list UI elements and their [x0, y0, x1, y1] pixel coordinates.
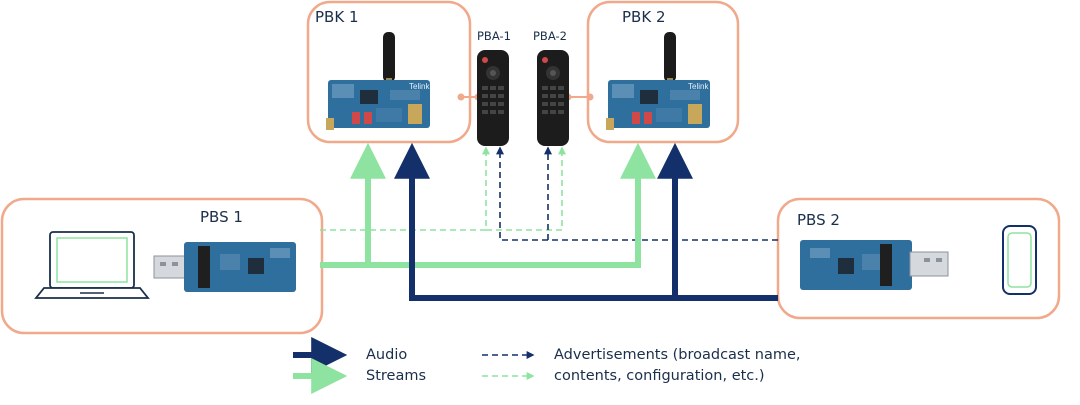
- board-icon: Telink: [326, 32, 430, 130]
- legend-audio-label: Audio: [366, 347, 408, 363]
- pbs1-label: PBS 1: [200, 208, 243, 226]
- pba1-label: PBA-1: [477, 29, 511, 43]
- link-dot: [586, 93, 594, 101]
- board-brand: Telink: [688, 82, 709, 91]
- legend-adv-line2: contents, configuration, etc.): [554, 368, 765, 384]
- pbk2-label: PBK 2: [622, 8, 666, 26]
- usb-dongle-icon: [800, 240, 949, 290]
- remote-icon: [537, 50, 569, 146]
- laptop-icon: [34, 231, 150, 299]
- legend-streams-label: Streams: [366, 368, 427, 384]
- board-brand: Telink: [409, 82, 430, 91]
- pba2-label: PBA-2: [533, 29, 567, 43]
- board-icon: Telink: [606, 32, 710, 130]
- usb-dongle-icon: [153, 242, 296, 292]
- audio-line-pbs2: [394, 142, 778, 301]
- pbs2-label: PBS 2: [797, 211, 840, 229]
- adv-line-pbs1-green-2: [486, 146, 566, 231]
- stream-line-pbs1: [320, 142, 656, 268]
- link-dot: [457, 93, 465, 101]
- adv-line-pbs2-navy: [496, 146, 778, 241]
- legend-adv-line1: Advertisements (broadcast name,: [554, 347, 801, 363]
- phone-icon: [1002, 225, 1037, 295]
- adv-line-pbs1-green: [320, 146, 490, 231]
- pbk1-label: PBK 1: [315, 8, 359, 26]
- remote-icon: [477, 50, 509, 146]
